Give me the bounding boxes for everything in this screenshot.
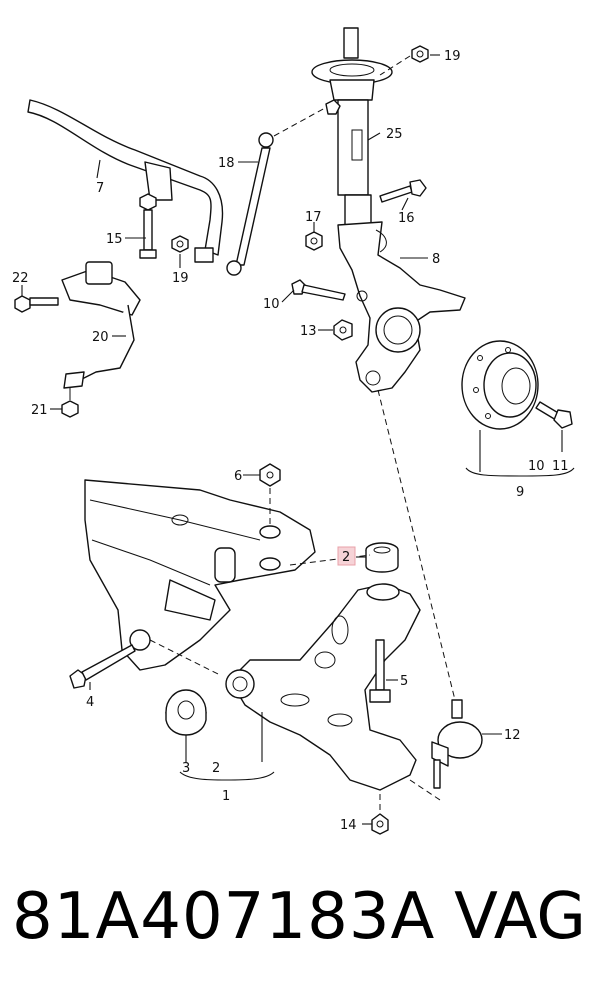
ball-joint (431, 699, 483, 789)
part-number: 81A407183A (12, 880, 436, 954)
label-5: 5 (400, 674, 408, 689)
callout-labels: 19 25 7 18 15 19 16 17 8 10 13 22 20 21 … (12, 49, 569, 833)
label-17: 17 (305, 210, 322, 225)
bush-3 (165, 689, 207, 736)
control-arm (225, 583, 421, 791)
label-13: 13 (300, 324, 317, 339)
label-2-lower: 2 (212, 761, 220, 776)
coupling-rod (226, 99, 341, 276)
label-4: 4 (86, 695, 94, 710)
bolt-5 (369, 639, 391, 703)
label-16: 16 (398, 211, 415, 226)
subframe (84, 479, 316, 671)
suspension-exploded-diagram: 19 25 7 18 15 19 16 17 8 10 13 22 20 21 … (12, 27, 575, 835)
bolt-15 (139, 193, 157, 259)
bolt-10-knuckle (291, 279, 346, 301)
hub-bolt-11 (535, 401, 573, 429)
footer: 81A407183A VAG (0, 880, 600, 970)
stabilizer-bar (27, 99, 224, 263)
label-25: 25 (386, 127, 403, 142)
label-14: 14 (340, 818, 357, 833)
nut-19-top (379, 45, 429, 76)
label-19-top: 19 (444, 49, 461, 64)
label-20: 20 (92, 330, 109, 345)
label-11: 11 (552, 459, 569, 474)
nut-6 (259, 463, 281, 525)
level-sensor (14, 261, 141, 418)
label-2-highlighted: 2 (342, 550, 350, 565)
nut-17 (305, 231, 323, 251)
label-9: 9 (516, 485, 524, 500)
brand-name: VAG (454, 880, 586, 954)
wheel-hub (461, 340, 539, 430)
label-12: 12 (504, 728, 521, 743)
label-15: 15 (106, 232, 123, 247)
label-21: 21 (31, 403, 48, 418)
label-1: 1 (222, 789, 230, 804)
label-6: 6 (234, 469, 242, 484)
alignment-lines (149, 389, 456, 801)
label-22: 22 (12, 271, 29, 286)
strut-assembly (311, 27, 393, 226)
label-19-left: 19 (172, 271, 189, 286)
nut-13 (333, 319, 353, 341)
label-7: 7 (96, 181, 104, 196)
bolt-4 (69, 644, 136, 689)
label-10-hub: 10 (528, 459, 545, 474)
bolt-16 (379, 179, 427, 203)
steering-knuckle (337, 221, 466, 393)
bush-2-upper (365, 542, 399, 573)
label-8: 8 (432, 252, 440, 267)
leader-lines (21, 54, 575, 825)
label-10-knuckle: 10 (263, 297, 280, 312)
nut-14 (371, 790, 389, 835)
highlight-box-2 (337, 546, 356, 566)
nut-19-left (171, 235, 189, 253)
label-18: 18 (218, 156, 235, 171)
label-3: 3 (182, 761, 190, 776)
